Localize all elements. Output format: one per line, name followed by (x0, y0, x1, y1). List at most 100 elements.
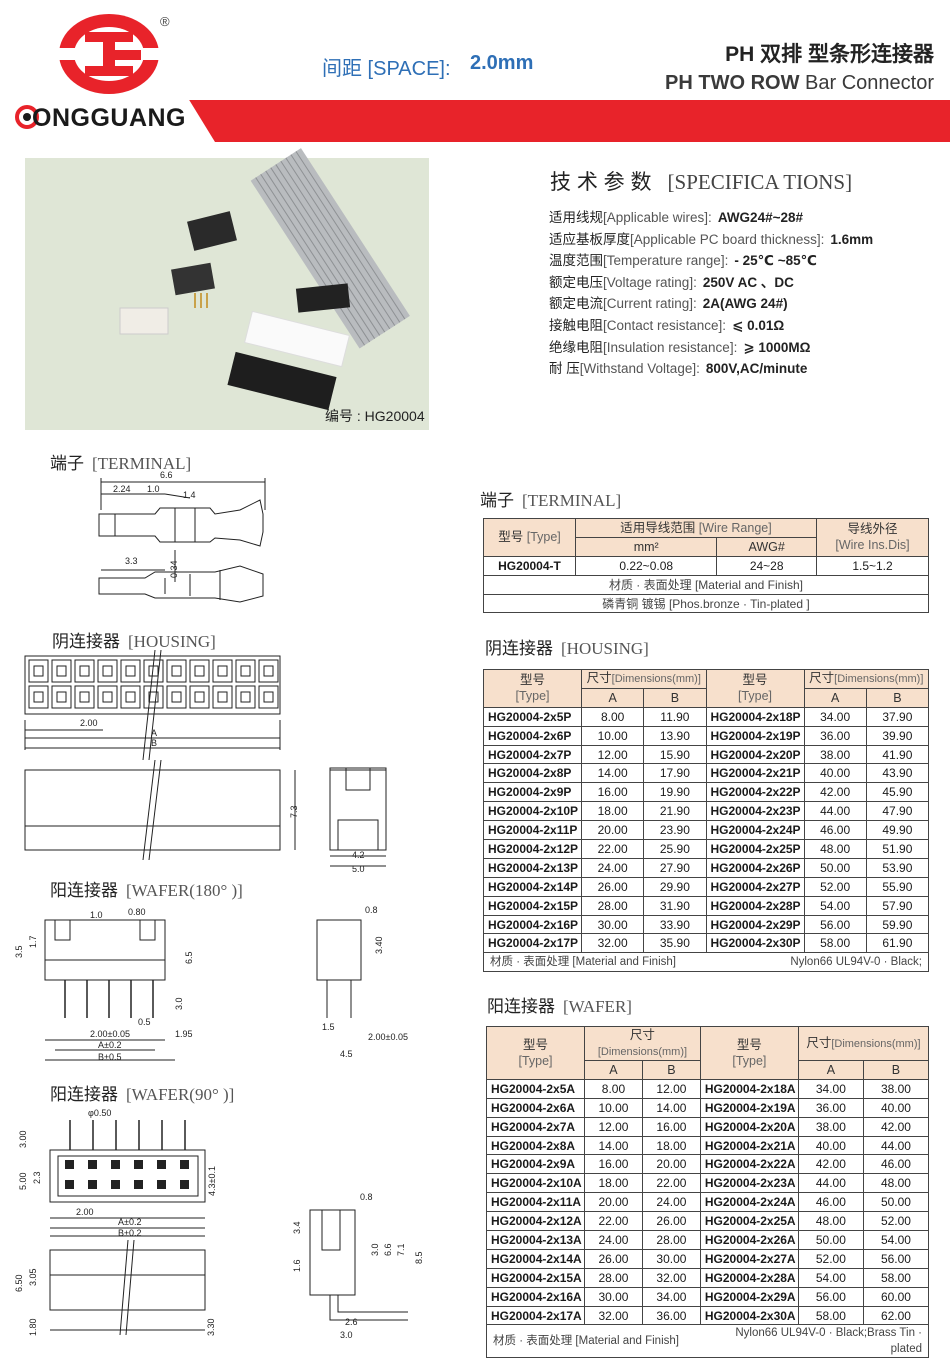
dim-n-1-80: 1.80 (28, 1318, 38, 1336)
a-cell: 50.00 (803, 857, 867, 878)
type-cell: HG20004-2x8P (483, 763, 582, 784)
housing-cavity-inner (56, 665, 67, 677)
a-cell: 36.00 (803, 725, 867, 746)
housing-cavity (120, 685, 141, 709)
terminal-mm-cell: 0.22~0.08 (574, 555, 718, 576)
dim-housing-4-2: 4.2 (352, 850, 365, 860)
wafer-right-heading: 阳连接器[WAFER] (487, 992, 632, 1017)
housing-table: 型号[Type]尺寸[Dimensions(mm)]型号[Type]尺寸[Dim… (483, 669, 930, 973)
b-cell: 50.00 (862, 1192, 930, 1213)
spec-value: ⩽ 0.01Ω (732, 317, 785, 333)
type-cell: HG20004-2x19P (705, 725, 805, 746)
dim-w-0-80: 0.80 (128, 907, 146, 917)
dim-header: 尺寸[Dimensions(mm)] (584, 1026, 701, 1061)
b-cell: 12.00 (641, 1078, 701, 1099)
b-cell: 47.90 (865, 801, 930, 822)
housing-cavity-inner (125, 691, 136, 703)
terminal-left-en: [TERMINAL] (92, 454, 192, 473)
spec-label-en: [Current rating]: (603, 296, 697, 312)
housing-cavity (258, 659, 279, 683)
spec-label-cn: 绝缘电阻 (549, 339, 603, 355)
col-a-header: A (584, 1060, 643, 1080)
finish-value: Nylon66 UL94V-0 · Black;Brass Tin · plat… (700, 1324, 930, 1358)
dim-n-2-00: 2.00 (76, 1207, 94, 1217)
a-cell: 44.00 (797, 1173, 864, 1194)
spec-row: 额定电流[Current rating]:2A(AWG 24#) (549, 293, 939, 315)
wafer90-left-cn: 阳连接器 (50, 1085, 118, 1104)
b-cell: 13.90 (643, 725, 707, 746)
dim-n-0-8: 0.8 (360, 1192, 373, 1202)
terminal-left-cn: 端子 (50, 454, 84, 473)
page-title-en: PH TWO ROW Bar Connector (665, 72, 934, 95)
a-cell: 14.00 (580, 763, 645, 784)
type-cell: HG20004-2x8A (486, 1135, 585, 1156)
dim-w-0-8: 0.8 (365, 905, 378, 915)
housing-cavity-inner (102, 691, 113, 703)
housing-cavity (74, 685, 95, 709)
terminal-finish-label: 材质 · 表面处理 [Material and Finish] (483, 574, 929, 595)
terminal-drawing: 6.6 2.24 1.0 1.4 3.3 0.34 (98, 470, 266, 603)
wafer-pin (65, 1180, 74, 1189)
a-cell: 58.00 (803, 933, 867, 954)
b-cell: 32.00 (641, 1267, 701, 1288)
type-cell: HG20004-2x13P (483, 857, 582, 878)
b-cell: 46.00 (862, 1154, 930, 1175)
b-cell: 33.90 (643, 914, 707, 935)
space-value: 2.0mm (470, 52, 534, 74)
terminal-awg-header: AWG# (716, 536, 817, 557)
housing-cavity-inner (263, 691, 274, 703)
b-cell: 29.90 (643, 876, 707, 897)
housing-cavity-inner (217, 691, 228, 703)
spec-label-cn: 适应基板厚度 (549, 231, 630, 247)
housing-cavity (166, 659, 187, 683)
spec-label-en: [Applicable PC board thickness]: (630, 231, 825, 247)
type-cell: HG20004-2x5P (483, 706, 582, 727)
b-cell: 26.00 (641, 1211, 701, 1232)
b-cell: 41.90 (865, 744, 930, 765)
terminal-table: 型号 [Type] 适用导线范围 [Wire Range] 导线外径[Wire … (483, 518, 929, 614)
type-cell: HG20004-2x22A (699, 1154, 799, 1175)
b-cell: 48.00 (862, 1173, 930, 1194)
dim-w-0-5: 0.5 (138, 1017, 151, 1027)
dim-w-b: B±0.5 (98, 1052, 121, 1062)
dim-housing-b: B (151, 738, 157, 748)
type-cell: HG20004-2x9P (483, 782, 582, 803)
b-cell: 38.00 (862, 1078, 930, 1099)
type-cell: HG20004-2x19A (699, 1097, 799, 1118)
spec-heading-cn: 技 术 参 数 (550, 171, 652, 194)
dim-w-4-5: 4.5 (340, 1049, 353, 1059)
spec-value: 2A(AWG 24#) (702, 296, 788, 312)
dim-n-7-1: 7.1 (396, 1243, 406, 1256)
type-cell: HG20004-2x30A (699, 1305, 799, 1326)
dim-w-1-7: 1.7 (28, 935, 38, 948)
housing-cavity-inner (171, 691, 182, 703)
terminal-awg-cell: 24~28 (716, 555, 817, 576)
a-cell: 40.00 (797, 1135, 864, 1156)
terminal-range-header: 适用导线范围 [Wire Range] (575, 518, 817, 538)
wafer90-left-en: [WAFER(90° )] (126, 1085, 235, 1104)
wafer-right-en: [WAFER] (563, 997, 632, 1016)
housing-drawing: 2.00 A B 7.3 (24, 649, 387, 861)
wafer-pin (111, 1180, 120, 1189)
spec-row: 适应基板厚度[Applicable PC board thickness]:1.… (549, 229, 939, 251)
wafer180-left-heading: 阳连接器[WAFER(180° )] (50, 876, 243, 901)
type-cell: HG20004-2x26P (705, 857, 805, 878)
brand-name: ONGGUANG (32, 104, 186, 132)
housing-cavity-inner (79, 691, 90, 703)
housing-side-drawing: 4.2 5.0 (329, 767, 387, 874)
wafer180-left-cn: 阳连接器 (50, 881, 118, 900)
b-cell: 23.90 (643, 820, 707, 841)
a-cell: 54.00 (797, 1267, 864, 1288)
dim-w-3-0: 3.0 (174, 997, 184, 1010)
b-cell: 31.90 (643, 895, 707, 916)
b-cell: 27.90 (643, 857, 707, 878)
b-cell: 59.90 (865, 914, 930, 935)
terminal-type-cell: HG20004-T (483, 555, 576, 576)
spec-value: 800V,AC/minute (705, 361, 808, 377)
spec-row: 适用线规[Applicable wires]:AWG24#~28# (549, 207, 939, 229)
type-cell: HG20004-2x29P (705, 914, 805, 935)
